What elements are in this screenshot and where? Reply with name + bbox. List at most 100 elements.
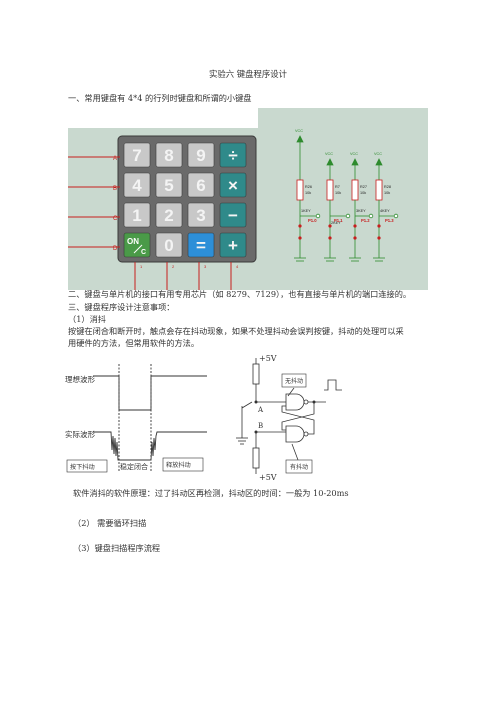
vcc-label-1: VCC	[295, 129, 303, 133]
press-bounce-box	[66, 459, 108, 473]
debounce-circuit-svg: +5V +5V A B 无抖动 有抖动	[236, 354, 342, 482]
key-label-1-2: 6	[196, 176, 205, 195]
pullup-schematic	[296, 135, 383, 180]
nand-bubble-bottom	[303, 431, 309, 437]
with-bounce-label: 有抖动	[290, 463, 308, 471]
key-3-1[interactable]	[155, 232, 183, 258]
key-0-1[interactable]	[155, 142, 183, 168]
with-bounce-pointer	[291, 443, 299, 461]
item-1-text-line-1: 按键在闭合和断开时，触点会存在抖动现象，如果不处理抖动会误判按键，抖动的处理可以…	[68, 326, 404, 336]
resistor-top	[252, 363, 260, 385]
port-label-1: P1.0	[308, 218, 317, 223]
col-label-3: 3	[204, 264, 207, 269]
node-a-label: A	[257, 406, 264, 414]
actual-wave-label: 实际波形	[65, 429, 95, 439]
section-1-heading: 一、常用键盘有 4*4 的行列时键盘和所谓的小键盘	[68, 93, 252, 103]
key-label-3: 3KEY	[356, 209, 366, 213]
resistor-value-1: 10k	[305, 191, 311, 195]
vcc-label-2: VCC	[325, 152, 333, 156]
release-bounce-label: 释放抖动	[166, 461, 191, 469]
key-label-2-2: 3	[196, 206, 205, 225]
circuit-nodes	[254, 400, 316, 434]
resistor-r27	[351, 179, 359, 201]
clean-pulse	[324, 379, 342, 391]
key-1-3[interactable]	[219, 172, 247, 198]
switch-blade	[241, 401, 253, 409]
key-2-0[interactable]	[123, 202, 151, 228]
key-0-3[interactable]	[219, 142, 247, 168]
node-a-dot	[254, 400, 258, 404]
port-label-4: P1.3	[385, 218, 394, 223]
section-2-text: 二、键盘与单片机的接口有用专用芯片（如 8279、7129），也有直接与单片机的…	[68, 289, 412, 299]
switch-contacts	[298, 224, 381, 240]
resistor-bottom	[252, 447, 260, 469]
key-on-label: ON	[127, 237, 139, 246]
vcc-label-3: VCC	[350, 152, 358, 156]
key-on-slash	[133, 244, 143, 254]
key-0-0[interactable]	[123, 142, 151, 168]
resistor-r7	[326, 179, 334, 201]
key-label-3-1: 0	[164, 236, 173, 255]
vcc-arrow-1	[296, 135, 304, 143]
nand-gate-bottom	[285, 425, 305, 443]
item-1-text-line-2: 用硬件的方法，但常用软件的方法。	[68, 338, 200, 348]
key-3-2[interactable]	[187, 232, 215, 258]
resistor-value-2: 10k	[335, 191, 341, 195]
vcc-arrow-3	[351, 158, 359, 166]
key-1-1[interactable]	[155, 172, 183, 198]
port-label-3: P1.2	[361, 218, 370, 223]
page-title: 实验六 键盘程序设计	[208, 69, 288, 79]
switch-dot-3	[353, 224, 357, 228]
terminal-4	[393, 213, 399, 219]
key-c-label: C	[141, 249, 146, 256]
key-label-1-3: ×	[228, 176, 238, 195]
row-wires	[68, 156, 120, 248]
node-b-dot	[254, 430, 258, 434]
debounce-note: 软件消抖的软件原理：过了抖动区再检测，抖动区的时间：一般为 10-20ms	[73, 488, 349, 498]
key-2-1[interactable]	[155, 202, 183, 228]
key-0-2[interactable]	[187, 142, 215, 168]
item-2-heading: （2） 需要循环扫描	[73, 518, 147, 528]
key-3-3[interactable]	[219, 232, 247, 258]
row-label-c: C	[113, 216, 118, 222]
key-1-2[interactable]	[187, 172, 215, 198]
key-label-3-2: =	[196, 236, 206, 255]
schematic-top-margin	[68, 108, 258, 128]
key-3-0[interactable]	[123, 232, 151, 258]
vcc-label-4: VCC	[374, 152, 382, 156]
switch-dot-1	[298, 224, 302, 228]
key-label-1-1: 5	[164, 176, 173, 195]
row-label-b: B	[113, 186, 117, 192]
switch-dot-2b	[328, 236, 332, 240]
cross-feedback-1	[281, 405, 315, 435]
key-label-0-2: 9	[196, 146, 205, 165]
ideal-wave	[93, 375, 207, 411]
key-label-3-3: +	[228, 236, 238, 255]
waveform-svg: 理想波形 实际波形 按下抖动 稳定闭合 释放抖动	[65, 364, 207, 473]
debounce-circuit-figure: +5V +5V A B 无抖动 有抖动	[228, 350, 353, 484]
resistor-r28	[375, 179, 383, 201]
key-1-0[interactable]	[123, 172, 151, 198]
column-wires	[134, 262, 232, 290]
col-label-2: 2	[172, 264, 175, 269]
switch-dot-4	[377, 224, 381, 228]
key-2-2[interactable]	[187, 202, 215, 228]
output-dot	[312, 400, 316, 404]
waveform-figure: 理想波形 实际波形 按下抖动 稳定闭合 释放抖动	[65, 350, 210, 478]
key-label-2-3: −	[228, 206, 238, 225]
nand-gate-top	[285, 393, 305, 411]
switch-dot-3b	[353, 236, 357, 240]
key-label-0-1: 8	[164, 146, 173, 165]
switch-dot-2	[328, 224, 332, 228]
press-bounce-label: 按下抖动	[70, 463, 95, 471]
row-label-a: A	[113, 156, 117, 162]
key-2-3[interactable]	[219, 202, 247, 228]
key-label-2-0: 1	[132, 206, 141, 225]
supply-bottom-label: +5V	[259, 473, 277, 482]
no-bounce-label: 无抖动	[285, 377, 303, 385]
col-label-1: 1	[140, 264, 143, 269]
resistor-name-1: R26	[305, 185, 312, 189]
actual-wave	[93, 431, 207, 461]
